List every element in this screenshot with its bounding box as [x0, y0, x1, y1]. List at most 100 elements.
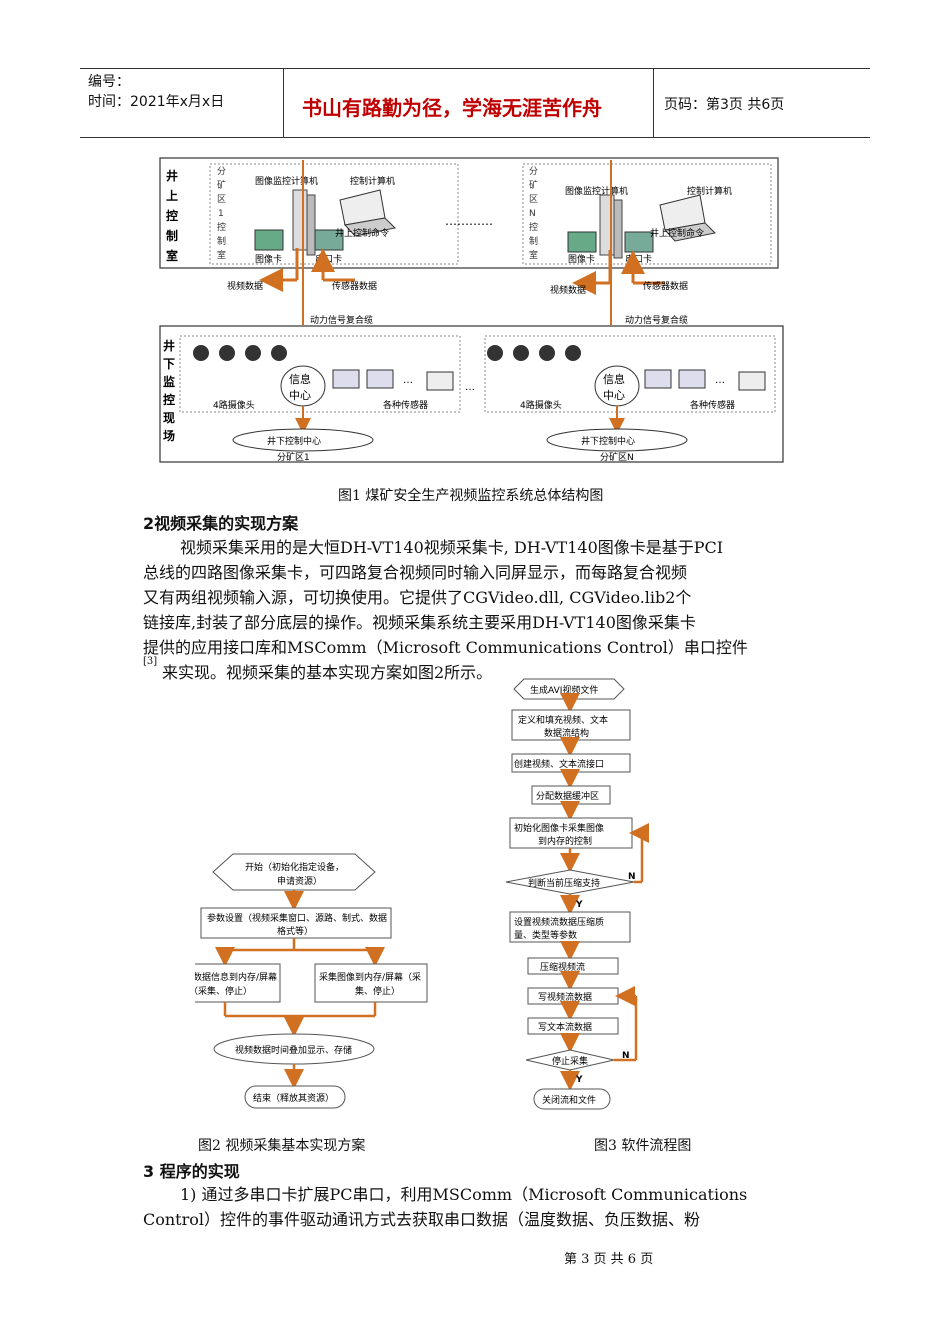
- sub-room-1-label: 分: [217, 166, 226, 177]
- section-3-heading: 3 程序的实现: [143, 1162, 240, 1181]
- figure-3-flowchart: 生成AVI视频文件 定义和填充视频、文本 数据流结构 创建视频、文本流接口 分配…: [505, 678, 649, 1110]
- fig3-step-stop: 停止采集: [552, 1055, 588, 1067]
- fig3-step-define: 定义和填充视频、文本: [518, 714, 608, 726]
- fig3-step-write-video: 写视频流数据: [538, 991, 592, 1003]
- top-room-label: 井: [166, 168, 178, 183]
- svg-text:制: 制: [529, 235, 538, 247]
- svg-text:区: 区: [217, 194, 226, 205]
- section-2-para-line-6: 来实现。视频采集的基本实现方案如图2所示。: [162, 663, 493, 682]
- svg-text:数据流结构: 数据流结构: [544, 727, 589, 739]
- header-motto: 书山有路勤为径，学海无涯苦作舟: [302, 96, 602, 120]
- fig3-step-create: 创建视频、文本流接口: [514, 758, 604, 770]
- sensor-icon: [644, 369, 672, 389]
- fig3-step-close: 关闭流和文件: [542, 1094, 596, 1106]
- svg-text:各种传感器: 各种传感器: [383, 399, 428, 411]
- fig3-yes-1: Y: [575, 900, 583, 910]
- svg-text:串口卡: 串口卡: [625, 253, 652, 265]
- fig3-no-2: N: [622, 1051, 630, 1061]
- fig3-step-generate: 生成AVI视频文件: [530, 684, 598, 696]
- fig2-right-box: 采集图像到内存/屏幕（采: [319, 971, 421, 983]
- svg-text:控制计算机: 控制计算机: [350, 175, 395, 187]
- sensor-icon: [738, 371, 766, 391]
- svg-text:室: 室: [166, 248, 178, 263]
- info-center-1: 信息: [289, 372, 311, 386]
- sensor-icon: [678, 369, 706, 389]
- svg-text:井上控制命令: 井上控制命令: [650, 227, 704, 239]
- section-2-para-line-4: 链接库,封装了部分底层的操作。视频采集系统主要采用DH-VT140图像采集卡: [143, 613, 696, 632]
- header-number: 编号：: [88, 74, 130, 90]
- svg-text:图像监控计算机: 图像监控计算机: [255, 175, 318, 187]
- svg-text:传感器数据: 传感器数据: [643, 280, 688, 292]
- fig2-left-box: 采集数据信息到内存/屏幕: [195, 971, 277, 983]
- svg-text:制: 制: [217, 235, 226, 247]
- svg-text:1: 1: [218, 209, 224, 219]
- header-time: 时间：2021年x月x日: [88, 94, 225, 110]
- svg-text:控: 控: [166, 208, 178, 223]
- section-2-para-line-2: 总线的四路图像采集卡，可四路复合视频同时输入同屏显示，而每路复合视频: [143, 563, 688, 582]
- fig2-params: 参数设置（视频采集窗口、源路、制式、数据: [207, 912, 387, 924]
- sensor-icon: [332, 369, 360, 389]
- page-footer: 第 3 页 共 6 页: [564, 1252, 654, 1267]
- fig3-step-write-text: 写文本流数据: [538, 1021, 592, 1033]
- section-2-para-line-1: 视频采集采用的是大恒DH-VT140视频采集卡, DH-VT140图像卡是基于P…: [180, 538, 724, 557]
- fig3-step-init: 初始化图像卡采集图像: [514, 822, 604, 834]
- svg-text:申请资源）: 申请资源）: [277, 875, 322, 887]
- header-divider: [283, 69, 284, 137]
- svg-text:各种传感器: 各种传感器: [690, 399, 735, 411]
- svg-text:中心: 中心: [603, 389, 625, 402]
- svg-text:中心: 中心: [289, 389, 311, 402]
- camera-icons-left: [193, 345, 287, 361]
- svg-text:量、类型等参数: 量、类型等参数: [514, 929, 577, 941]
- svg-text:现: 现: [163, 411, 175, 425]
- citation: [3]: [143, 656, 158, 667]
- sub-room-n-label: 分: [529, 166, 538, 177]
- fig3-step-buffer: 分配数据缓冲区: [536, 790, 599, 802]
- sensor-icon: [426, 371, 454, 391]
- ellipsis: …………: [445, 214, 493, 228]
- svg-text:…: …: [715, 375, 725, 386]
- info-center-n: 信息: [603, 372, 625, 386]
- section-3-para-line-1: 1) 通过多串口卡扩展PC串口，利用MSComm（Microsoft Commu…: [180, 1185, 748, 1204]
- fig3-no-1: N: [628, 872, 636, 882]
- cable-label-n: 动力信号复合缆: [625, 314, 688, 326]
- svg-text:图像卡: 图像卡: [568, 253, 595, 265]
- fig3-step-compress: 压缩视频流: [540, 961, 585, 973]
- svg-text:分矿区N: 分矿区N: [600, 451, 634, 463]
- section-2-para-line-5: 提供的应用接口库和MSComm（Microsoft Communications…: [143, 638, 748, 657]
- svg-text:室: 室: [529, 249, 538, 261]
- svg-text:图像监控计算机: 图像监控计算机: [565, 185, 628, 197]
- svg-text:控: 控: [163, 392, 175, 407]
- svg-text:串口卡: 串口卡: [315, 253, 342, 265]
- svg-text:控制计算机: 控制计算机: [687, 185, 732, 197]
- fig3-step-settings: 设置视频流数据压缩质: [514, 916, 604, 928]
- svg-text:矿: 矿: [217, 179, 226, 191]
- svg-text:视频数据: 视频数据: [227, 280, 263, 292]
- svg-text:井下控制中心: 井下控制中心: [581, 435, 635, 447]
- figure-3-caption: 图3 软件流程图: [594, 1138, 692, 1154]
- svg-text:区: 区: [529, 194, 538, 205]
- svg-text:下: 下: [163, 357, 175, 371]
- page-header: 编号： 时间：2021年x月x日 书山有路勤为径，学海无涯苦作舟 页码：第3页 …: [80, 68, 870, 138]
- fig3-yes-2: Y: [575, 1075, 583, 1085]
- figure-2-flowchart: 开始（初始化指定设备， 申请资源） 参数设置（视频采集窗口、源路、制式、数据 格…: [195, 853, 428, 1109]
- svg-text:分矿区1: 分矿区1: [277, 451, 310, 463]
- serial-card-icon: [624, 231, 654, 253]
- section-2-heading: 2视频采集的实现方案: [143, 514, 299, 533]
- fig2-end: 结束（释放其资源）: [253, 1092, 334, 1104]
- header-page: 页码：第3页 共6页: [664, 97, 785, 113]
- figure-2-caption: 图2 视频采集基本实现方案: [198, 1138, 366, 1154]
- computer-tower-icon: [292, 189, 308, 251]
- figure-1-caption: 图1 煤矿安全生产视频监控系统总体结构图: [338, 488, 604, 504]
- svg-text:控: 控: [529, 221, 538, 233]
- svg-text:井上控制命令: 井上控制命令: [335, 227, 389, 239]
- cable-label-1: 动力信号复合缆: [310, 314, 373, 326]
- fig3-step-judge: 判断当前压缩支持: [528, 877, 600, 889]
- svg-text:矿: 矿: [529, 179, 538, 191]
- svg-text:控: 控: [217, 221, 226, 233]
- image-card-icon: [567, 231, 597, 253]
- svg-text:图像卡: 图像卡: [255, 253, 282, 265]
- section-3-para-line-2: Control）控件的事件驱动通讯方式去获取串口数据（温度数据、负压数据、粉: [143, 1210, 701, 1229]
- svg-text:4路摄像头: 4路摄像头: [213, 399, 255, 411]
- svg-text:监: 监: [163, 374, 175, 389]
- svg-text:4路摄像头: 4路摄像头: [520, 399, 562, 411]
